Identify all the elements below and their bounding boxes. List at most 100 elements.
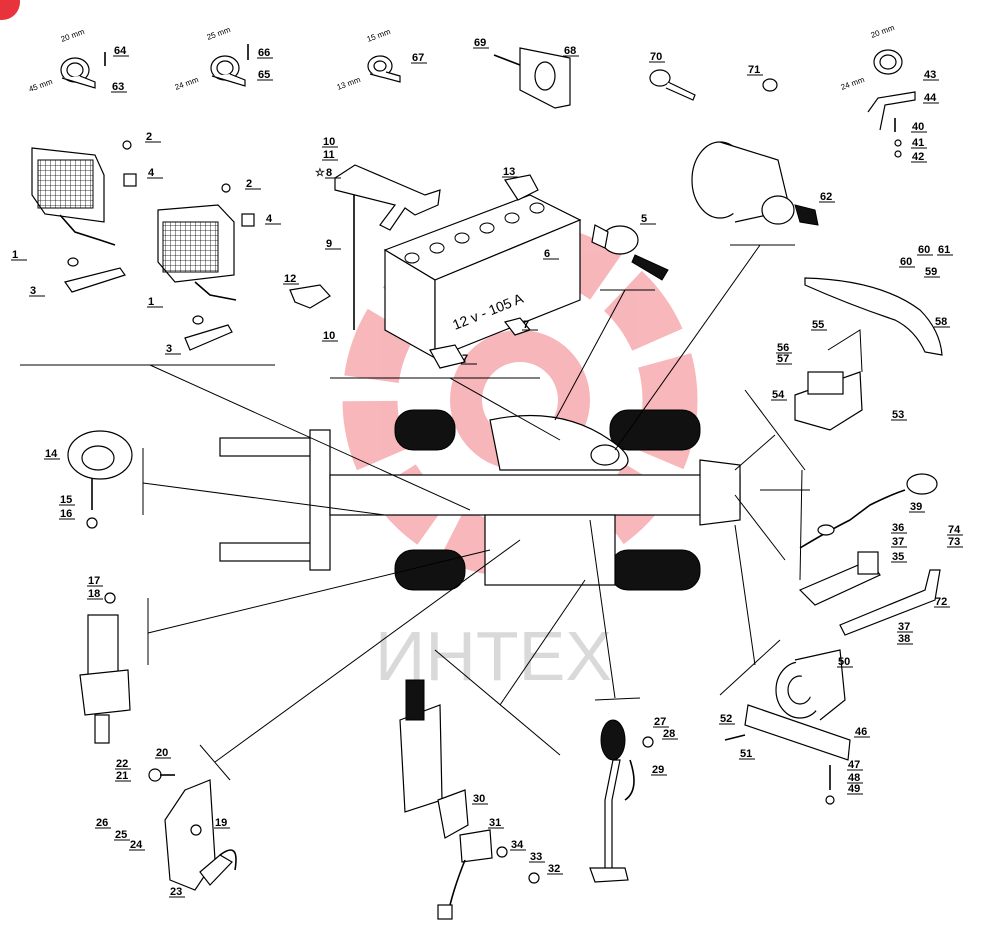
callout-44: 44: [924, 92, 937, 104]
callout-31: 31: [489, 817, 501, 829]
callout-12: 12: [284, 273, 296, 285]
battery-bracket: [289, 164, 539, 330]
callout-63: 63: [112, 81, 124, 93]
callout-16: 16: [60, 508, 72, 520]
callout-11: 11: [323, 149, 335, 161]
callout-27: 27: [654, 716, 666, 728]
callout-57: 57: [777, 353, 789, 365]
callout-39: 39: [910, 501, 922, 513]
cable-clamp-63: 20 mm 45 mm: [28, 27, 106, 94]
cable-clamp-43: 20 mm 24 mm: [840, 23, 916, 158]
callout-37: 37: [892, 536, 904, 548]
svg-text:24 mm: 24 mm: [840, 75, 866, 92]
callout-40: 40: [912, 121, 924, 133]
callout-52: 52: [720, 713, 732, 725]
callout-19: 19: [215, 817, 227, 829]
callout-35: 35: [892, 551, 904, 563]
mounting-plate-68: [493, 47, 571, 109]
callout-49: 49: [848, 783, 860, 795]
callout-26: 26: [96, 817, 108, 829]
callout-1: 1: [12, 249, 18, 261]
callout-22: 22: [116, 758, 128, 770]
cable-clamp-65: 25 mm 24 mm: [174, 25, 249, 92]
star-marker: ☆: [315, 167, 325, 179]
callout-46: 46: [855, 726, 867, 738]
callout-69: 69: [474, 37, 486, 49]
cable-tie-70: [649, 69, 696, 101]
leader-lines: [20, 244, 810, 781]
svg-text:13 mm: 13 mm: [336, 75, 362, 92]
work-lamp-right: [157, 183, 255, 351]
callout-56: 56: [777, 342, 789, 354]
brake-valve: [79, 592, 131, 744]
callout-2: 2: [246, 178, 252, 190]
callout-2: 2: [146, 131, 152, 143]
svg-text:15 mm: 15 mm: [366, 27, 392, 44]
callout-18: 18: [88, 588, 100, 600]
callout-34: 34: [511, 839, 524, 851]
callout-47: 47: [848, 759, 860, 771]
callout-65: 65: [258, 69, 270, 81]
callout-5: 5: [641, 213, 647, 225]
callout-23: 23: [170, 886, 182, 898]
callout-66: 66: [258, 47, 270, 59]
callout-53: 53: [892, 409, 904, 421]
callout-28: 28: [663, 728, 675, 740]
callout-71: 71: [748, 64, 760, 76]
callout-59: 59: [925, 266, 937, 278]
sensor-39: [799, 473, 938, 549]
reverse-alarm: [724, 649, 851, 805]
callout-54: 54: [772, 389, 785, 401]
callout-20: 20: [156, 747, 168, 759]
callout-74: 74: [948, 524, 961, 536]
svg-text:20 mm: 20 mm: [870, 23, 896, 40]
forklift-chassis: [219, 409, 741, 591]
callout-33: 33: [530, 851, 542, 863]
callout-24: 24: [130, 839, 143, 851]
callout-61: 61: [938, 244, 950, 256]
callout-68: 68: [564, 45, 576, 57]
callout-3: 3: [166, 343, 172, 355]
callout-48: 48: [848, 772, 860, 784]
callout-36: 36: [892, 522, 904, 534]
pedal-switch: [399, 679, 540, 920]
air-filter: [691, 141, 819, 226]
callout-13: 13: [503, 166, 515, 178]
svg-text:45 mm: 45 mm: [28, 77, 54, 94]
callout-9: 9: [326, 238, 332, 250]
callout-67: 67: [412, 52, 424, 64]
callout-15: 15: [60, 494, 72, 506]
callout-43: 43: [924, 69, 936, 81]
seat-plate-58: [804, 277, 943, 356]
callout-51: 51: [740, 748, 752, 760]
callout-7: 7: [462, 353, 468, 365]
gear-lever: [589, 719, 654, 883]
ignition-switch: [591, 224, 669, 281]
callout-72: 72: [935, 596, 947, 608]
callout-60: 60: [918, 244, 930, 256]
callout-41: 41: [912, 137, 924, 149]
callout-6: 6: [544, 248, 550, 260]
callout-10: 10: [323, 136, 335, 148]
bracket-19: [148, 768, 237, 891]
callout-50: 50: [838, 656, 850, 668]
callout-32: 32: [548, 863, 560, 875]
work-lamp-left: [31, 140, 137, 293]
callout-21: 21: [116, 770, 128, 782]
callout-14: 14: [45, 448, 58, 460]
microswitch-bracket-53: [794, 329, 863, 431]
callout-64: 64: [114, 45, 127, 57]
callout-8: 8: [326, 167, 332, 179]
callout-70: 70: [650, 51, 662, 63]
grommet-71: [762, 78, 778, 92]
corner-badge: [0, 0, 20, 20]
callout-1: 1: [148, 296, 154, 308]
svg-text:24 mm: 24 mm: [174, 75, 200, 92]
callout-10: 10: [323, 330, 335, 342]
svg-text:25 mm: 25 mm: [206, 25, 232, 42]
callout-4: 4: [148, 167, 155, 179]
callout-62: 62: [820, 191, 832, 203]
callout-73: 73: [948, 536, 960, 548]
